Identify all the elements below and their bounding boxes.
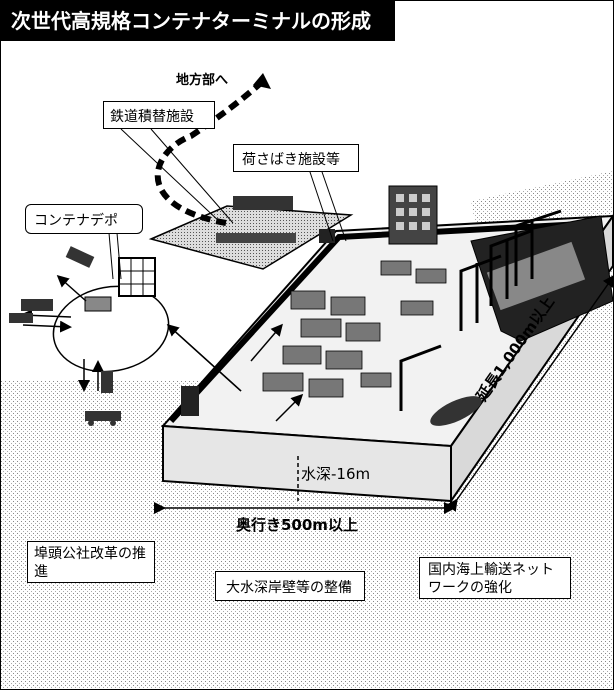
container-stacks <box>262 260 447 398</box>
callout-lines <box>108 128 347 280</box>
depot-area <box>52 285 170 373</box>
depot-arrows <box>20 275 304 422</box>
container-depot-callout: コンテナデポ <box>25 204 143 234</box>
handling-facility-callout: 荷さばき施設等 <box>233 144 359 172</box>
water-depth-label: 水深-16m <box>301 465 371 483</box>
pier-back-rail <box>168 220 602 424</box>
depth-dimension-label: 奥行き500m以上 <box>236 516 358 534</box>
gate-back <box>319 229 335 243</box>
rail-facility-callout: 鉄道積替施設 <box>103 101 215 129</box>
gate-front <box>181 386 199 416</box>
page-title: 次世代高規格コンテナターミナルの形成 <box>1 1 395 41</box>
measure-box-left: 埠頭公社改革の推進 <box>27 541 155 583</box>
measure-box-right: 国内海上輸送ネットワークの強化 <box>419 557 571 599</box>
trucks <box>9 246 121 426</box>
locomotive <box>233 196 293 210</box>
rail-route-arrowhead <box>253 73 271 89</box>
depot-building <box>118 257 156 297</box>
depot-containers <box>84 296 112 312</box>
berth-dimension-arrow <box>445 274 613 512</box>
region-label: 地方部へ <box>176 73 229 88</box>
train-car <box>216 233 296 243</box>
measure-box-center: 大水深岸壁等の整備 <box>215 571 365 601</box>
rail-route <box>154 78 266 226</box>
